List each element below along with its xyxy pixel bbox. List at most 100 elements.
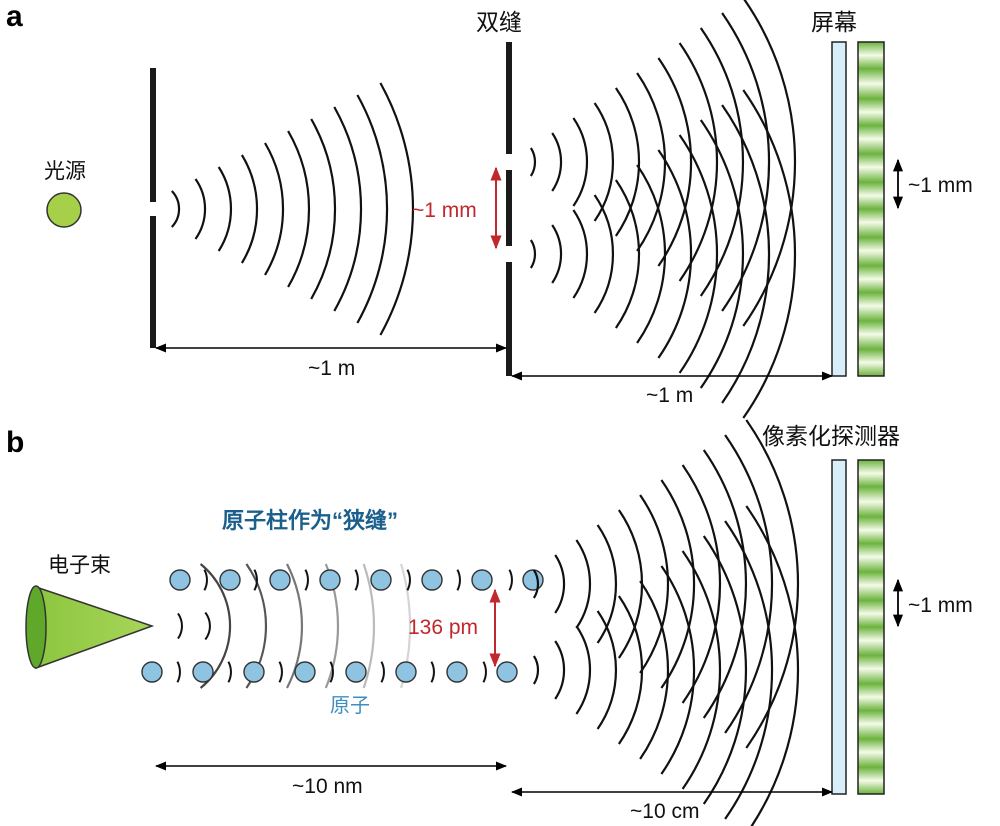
fringe-spacing-label-b: ~1 mm	[908, 594, 973, 617]
slit-spacing-label: ~1 mm	[412, 199, 477, 222]
atom	[395, 661, 417, 683]
wavefront-arc	[240, 154, 259, 264]
wavefront-arc	[639, 580, 669, 760]
wavefront-arc	[678, 134, 719, 374]
wavefront-arc	[551, 224, 563, 284]
detector-label: 像素化探测器	[762, 423, 900, 449]
wavefront-arc	[170, 190, 181, 228]
wavefront-arc	[310, 118, 337, 300]
wavefront-arc	[702, 449, 747, 719]
wavefront-arc	[724, 434, 774, 734]
small-arc	[354, 569, 359, 591]
wavefront-arc	[551, 132, 563, 192]
atom	[294, 661, 316, 683]
electron-beam-label: 电子束	[48, 554, 111, 577]
wavefront-arc	[745, 419, 800, 749]
atom	[219, 569, 241, 591]
atom	[496, 661, 518, 683]
small-arc	[406, 569, 411, 591]
atom	[319, 569, 341, 591]
wavefront-arc	[657, 57, 693, 267]
atom	[421, 569, 443, 591]
atom-columns	[141, 569, 544, 683]
wavefront-arc	[572, 117, 589, 207]
panel-b-letter: b	[6, 426, 24, 459]
wavefront-arc	[529, 239, 537, 269]
atom	[370, 569, 392, 591]
wavefront-arc	[379, 82, 415, 336]
wavefront-arc	[678, 42, 719, 282]
atom	[243, 661, 265, 683]
wavefront-arc	[721, 104, 771, 404]
small-arc	[253, 569, 258, 591]
wavefront-arc	[575, 625, 592, 715]
wavefronts-between-atoms	[176, 569, 513, 683]
wavefront-arc	[264, 142, 285, 276]
small-arc	[278, 661, 283, 683]
wavefront-arc	[596, 524, 617, 644]
detector-fringes	[857, 459, 885, 795]
wavefront-arc	[681, 464, 722, 704]
wavefront-arc	[287, 130, 311, 288]
small-arc	[482, 661, 487, 683]
column-length-label: ~10 nm	[292, 775, 363, 798]
wavefront-arc	[572, 209, 589, 299]
atom	[192, 661, 214, 683]
small-arc	[204, 611, 211, 641]
wavefront-arc	[702, 535, 747, 805]
wavefront-arc	[194, 178, 207, 240]
atom	[169, 569, 191, 591]
wavefront-arc	[639, 494, 669, 674]
distance-slit-screen-label: ~1 m	[646, 384, 693, 407]
light-source-label: 光源	[44, 160, 86, 183]
light-source	[46, 192, 82, 228]
wavefronts-single-slit	[170, 82, 415, 336]
fading-wavefront	[286, 563, 304, 689]
wavefront-arc	[593, 194, 614, 314]
detector-plate	[831, 459, 847, 795]
small-arc	[176, 661, 181, 683]
wavefront-arc	[699, 27, 744, 297]
wavefront-arc	[660, 565, 696, 775]
atom	[446, 661, 468, 683]
wavefronts-double-slit	[529, 0, 797, 419]
small-arc	[177, 612, 183, 640]
small-arc	[508, 569, 513, 591]
wavefront-arc	[356, 94, 389, 324]
small-arc	[456, 569, 461, 591]
panel-a-letter: a	[6, 0, 23, 33]
wavefront-arc	[333, 106, 363, 312]
small-arc	[329, 661, 334, 683]
wavefront-arc	[699, 119, 744, 389]
screen-plate	[831, 41, 847, 377]
small-arc	[304, 569, 309, 591]
wavefront-arc	[217, 166, 232, 252]
wavefront-arc	[575, 539, 592, 629]
small-arc	[380, 661, 385, 683]
wavefront-arc	[554, 554, 566, 614]
wavefront-arc	[593, 102, 614, 222]
wavefront-arc	[660, 479, 696, 689]
atom-column-label: 原子柱作为“狭缝”	[222, 508, 398, 533]
distance-to-detector-label: ~10 cm	[630, 800, 699, 823]
wavefront-arc	[724, 520, 774, 820]
atom	[345, 661, 367, 683]
fringe-spacing-label-a: ~1 mm	[908, 174, 973, 197]
wavefront-arc	[617, 595, 644, 745]
distance-source-slit-label: ~1 m	[308, 357, 355, 380]
single-slit-barrier	[150, 68, 156, 348]
wavefront-arc	[596, 610, 617, 730]
fading-wavefront	[362, 563, 376, 689]
electron-beam-cone	[25, 585, 155, 670]
wavefront-arc	[554, 640, 566, 700]
small-arc	[203, 569, 208, 591]
double-slit-barrier	[506, 42, 512, 376]
wavefront-arc	[532, 569, 540, 599]
interference-fringes	[857, 41, 885, 377]
wavefronts-after-crystal	[532, 419, 800, 826]
wavefront-arc	[614, 87, 641, 237]
double-slit-label: 双缝	[476, 9, 522, 35]
wavefront-arc	[529, 147, 537, 177]
atom	[141, 661, 163, 683]
